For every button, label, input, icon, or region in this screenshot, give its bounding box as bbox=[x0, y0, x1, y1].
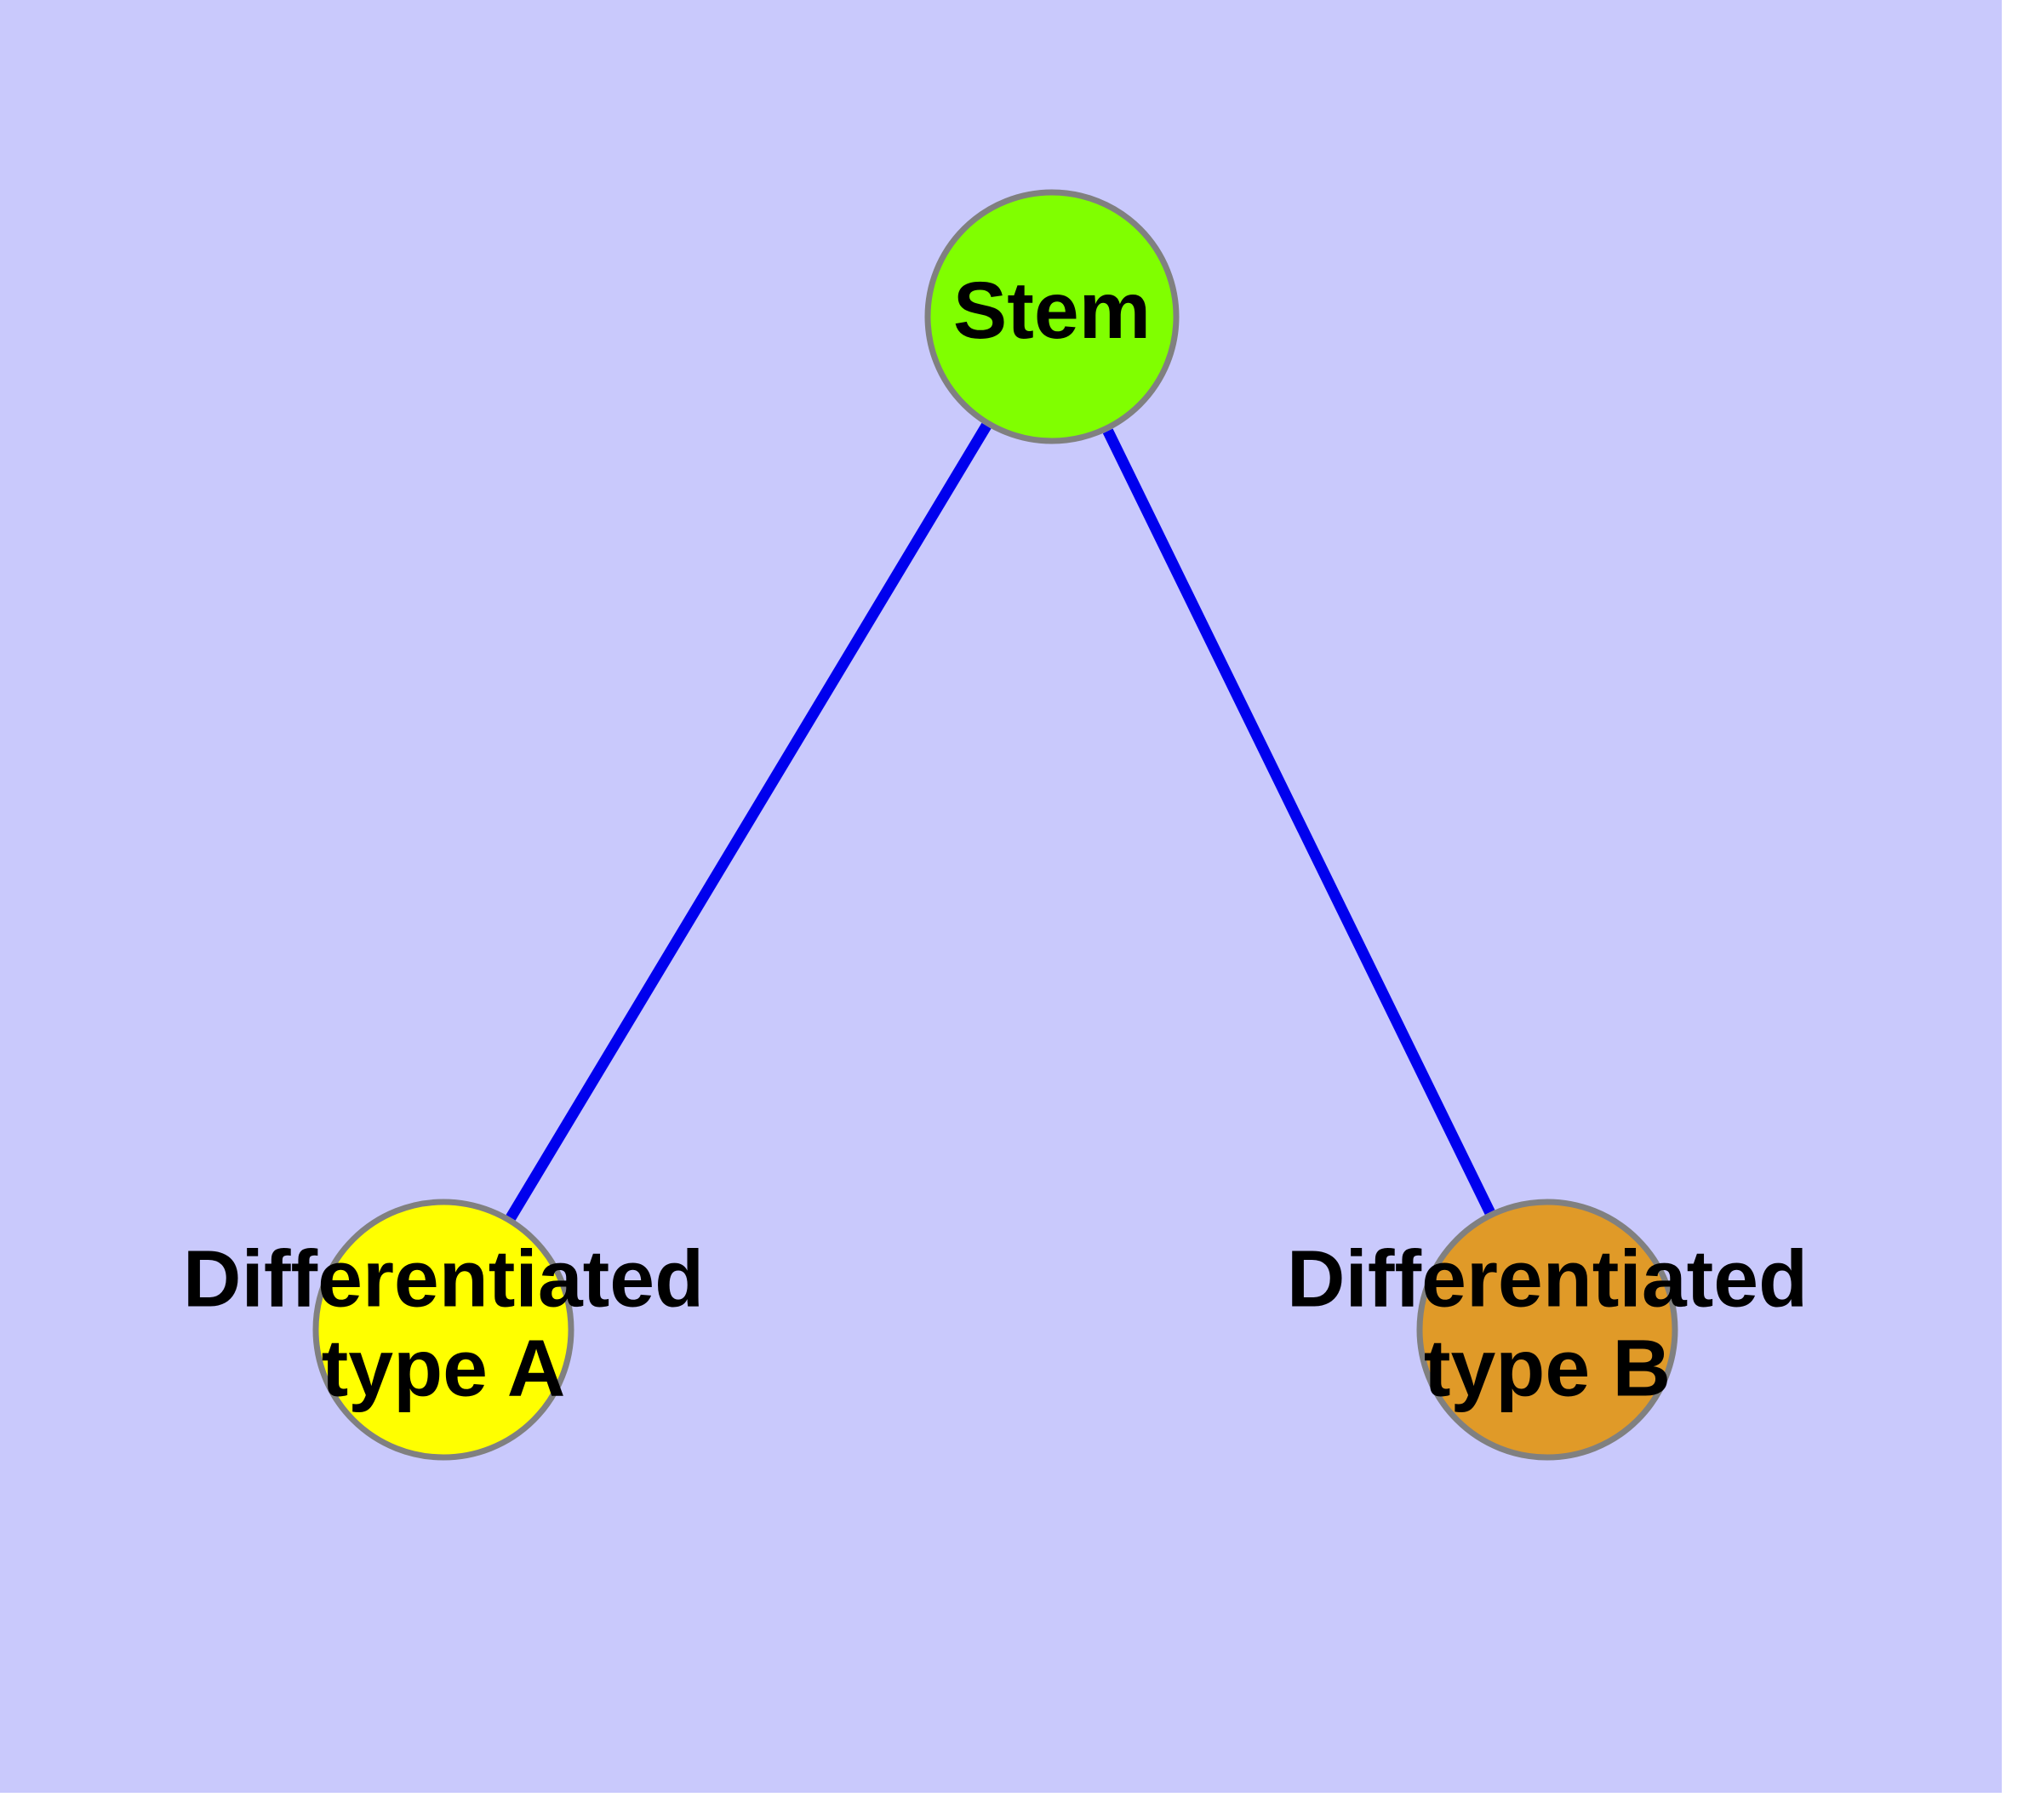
edges-layer bbox=[506, 422, 1495, 1221]
graph-node-stem[interactable]: Stem bbox=[924, 189, 1180, 444]
node-circle-diff_b[interactable] bbox=[1416, 1199, 1678, 1461]
node-label-line: type A bbox=[322, 1324, 566, 1414]
node-label-line: type B bbox=[1424, 1324, 1671, 1414]
node-circle-stem[interactable] bbox=[924, 189, 1180, 444]
node-label-line: Stem bbox=[953, 266, 1151, 356]
node-circle-diff_a[interactable] bbox=[312, 1199, 574, 1461]
node-label-line: Differentiated bbox=[183, 1234, 704, 1325]
node-label-line: Differentiated bbox=[1287, 1234, 1808, 1325]
graph-edge[interactable] bbox=[1102, 428, 1495, 1215]
node-label-stem: Stem bbox=[953, 266, 1151, 356]
graph-edge[interactable] bbox=[506, 422, 992, 1221]
